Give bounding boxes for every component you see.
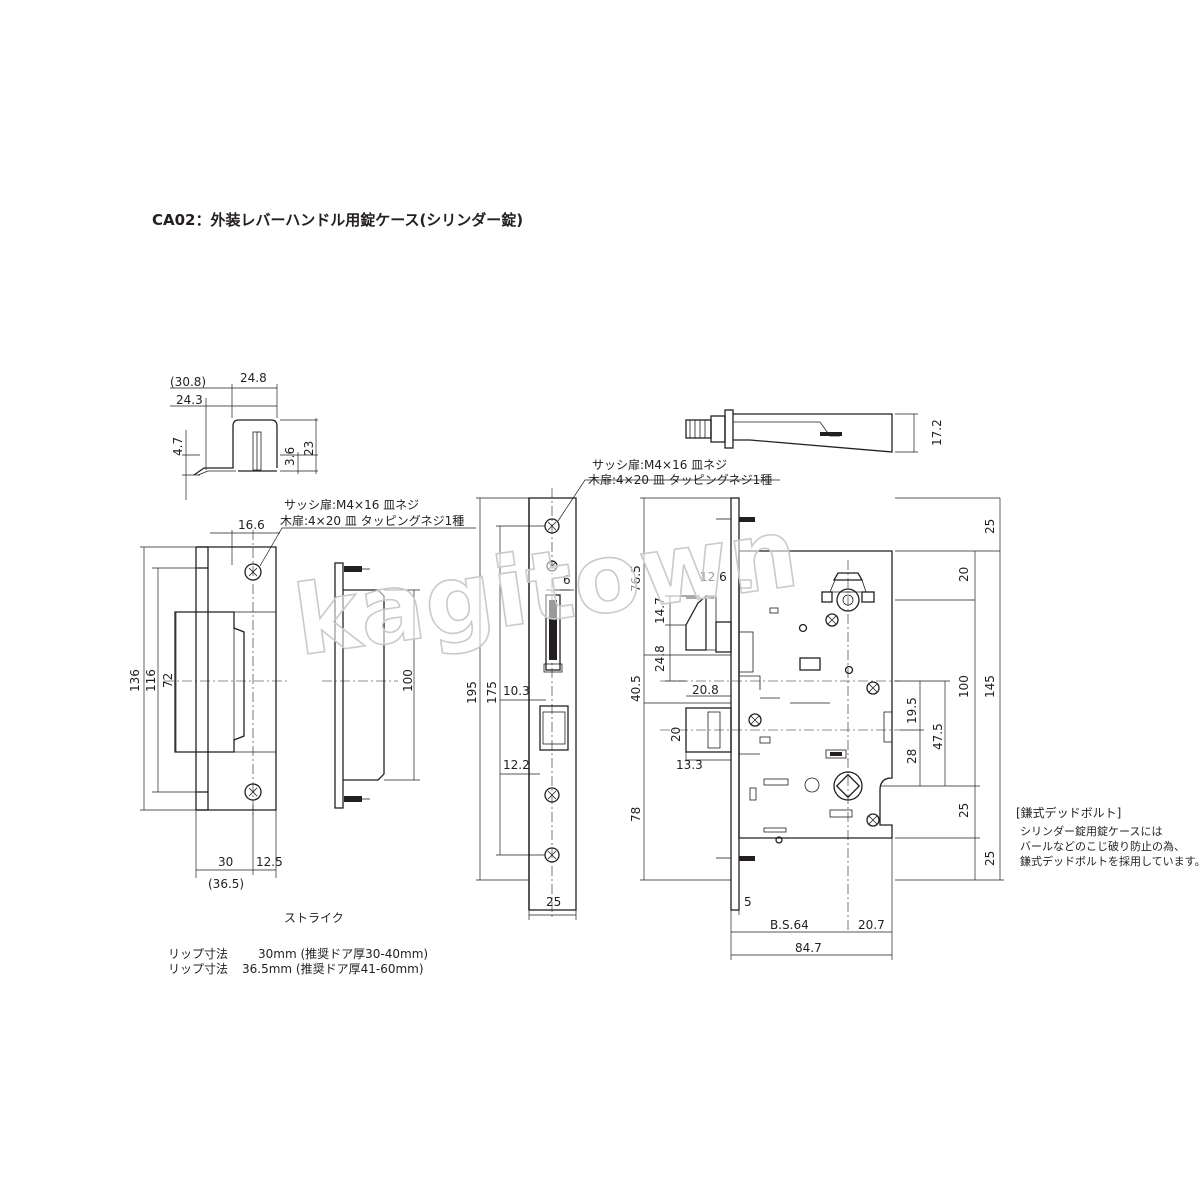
dim-bs64: B.S.64 xyxy=(770,918,809,932)
dim-14-7: 14.7 xyxy=(653,597,667,624)
dim-20-right: 20 xyxy=(957,567,971,582)
note-screw-sash-1: サッシ扉:M4×16 皿ネジ xyxy=(284,498,419,512)
dim-100-strike: 100 xyxy=(401,669,415,692)
dim-20-8: 20.8 xyxy=(692,683,719,697)
lip-label-1: リップ寸法 xyxy=(168,947,228,961)
deadbolt-note-line-2: バールなどのこじ破り防止の為、 xyxy=(1020,839,1185,853)
dim-40-5: 40.5 xyxy=(629,675,643,702)
dim-12-2: 12.2 xyxy=(503,758,530,772)
strike-side-view xyxy=(322,562,420,809)
dim-19-5: 19.5 xyxy=(905,697,919,724)
dim-72: 72 xyxy=(161,673,175,688)
page-title: CA02：外装レバーハンドル用錠ケース(シリンダー錠) xyxy=(152,211,523,229)
dim-13-3: 13.3 xyxy=(676,758,703,772)
strike-caption: ストライク xyxy=(284,911,344,925)
dim-lip-top: (30.8) xyxy=(170,375,206,389)
note-screw-sash-2: サッシ扉:M4×16 皿ネジ xyxy=(592,458,727,472)
dim-20: 20 xyxy=(669,727,683,742)
dim-30: 30 xyxy=(218,855,233,869)
dim-10-3: 10.3 xyxy=(503,684,530,698)
dim-24-8: 24.8 xyxy=(240,371,267,385)
lock-case-view xyxy=(640,497,1004,960)
dim-195: 195 xyxy=(465,681,479,704)
dim-76-5: 76.5 xyxy=(629,565,643,592)
dim-3-6: 3.6 xyxy=(283,447,297,466)
lip-label-2: リップ寸法 xyxy=(168,962,228,976)
dim-25-right-bottom: 25 xyxy=(983,851,997,866)
dim-116: 116 xyxy=(144,669,158,692)
dim-24-3: 24.3 xyxy=(176,393,203,407)
dim-25-right-top: 25 xyxy=(983,519,997,534)
dim-23: 23 xyxy=(302,441,316,456)
dim-20-7: 20.7 xyxy=(858,918,885,932)
dim-78: 78 xyxy=(629,807,643,822)
note-screw-wood-2: 木扉:4×20 皿 タッピングネジ1種 xyxy=(588,473,772,487)
lip-value-1: 30mm (推奨ドア厚30-40mm) xyxy=(258,947,428,961)
dim-17-2: 17.2 xyxy=(930,419,944,446)
dim-145: 145 xyxy=(983,675,997,698)
strike-front-view xyxy=(140,527,476,878)
deadbolt-note-line-3: 鎌式デッドボルトを採用しています。 xyxy=(1020,854,1200,868)
dim-25-right-mid: 25 xyxy=(957,803,971,818)
dim-47-5: 47.5 xyxy=(931,723,945,750)
lip-value-2: 36.5mm (推奨ドア厚41-60mm) xyxy=(242,962,424,976)
deadbolt-note-line-1: シリンダー錠用錠ケースには xyxy=(1020,824,1162,838)
front-plate-view xyxy=(476,479,780,920)
dim-6: 6 xyxy=(563,573,571,587)
dim-25-front: 25 xyxy=(546,895,561,909)
case-top-view xyxy=(685,409,918,453)
dim-36-5: (36.5) xyxy=(208,877,244,891)
dim-100-right: 100 xyxy=(957,675,971,698)
note-screw-wood-1: 木扉:4×20 皿 タッピングネジ1種 xyxy=(280,514,464,528)
dim-24-8b: 24.8 xyxy=(653,645,667,672)
dim-16-6: 16.6 xyxy=(238,518,265,532)
deadbolt-note-heading: [鎌式デッドボルト] xyxy=(1016,805,1121,820)
dim-4-7: 4.7 xyxy=(171,437,185,456)
dim-84-7: 84.7 xyxy=(795,941,822,955)
dim-136: 136 xyxy=(128,669,142,692)
strike-top-view xyxy=(170,384,318,500)
dim-12-6: 12.6 xyxy=(700,570,727,584)
dim-12-5: 12.5 xyxy=(256,855,283,869)
dim-5: 5 xyxy=(744,895,752,909)
dim-28: 28 xyxy=(905,749,919,764)
dim-175: 175 xyxy=(485,681,499,704)
